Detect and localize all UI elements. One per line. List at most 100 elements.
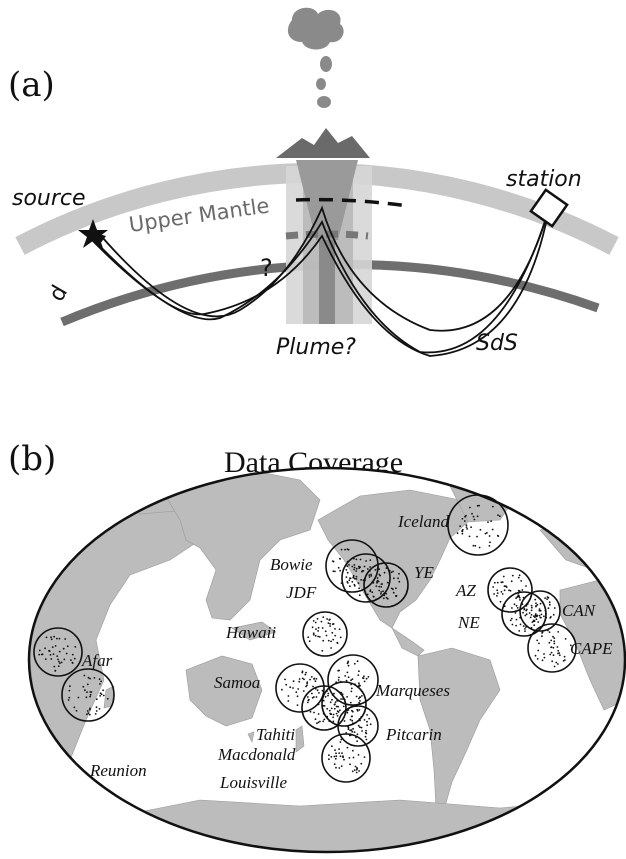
sample-dot	[493, 593, 495, 595]
sample-dot	[334, 628, 336, 630]
sample-dot	[392, 591, 395, 594]
sample-dot	[337, 699, 339, 702]
sample-dot	[553, 637, 556, 639]
sample-dot	[346, 571, 349, 574]
sample-dot	[511, 623, 514, 626]
sample-dot	[381, 583, 383, 585]
hotspot-circle	[325, 539, 379, 593]
sample-dot	[314, 680, 317, 683]
sample-dot	[564, 638, 567, 640]
sample-dot	[374, 569, 377, 571]
sample-dot	[358, 696, 361, 699]
sample-dot	[516, 595, 519, 598]
sample-dot	[499, 515, 501, 518]
sample-dot	[351, 565, 354, 568]
sample-dot	[334, 757, 337, 760]
sample-dot	[347, 664, 350, 667]
sample-dot	[106, 697, 109, 700]
sample-dot	[287, 695, 290, 697]
site-label: JDF	[286, 583, 317, 602]
sample-dot	[100, 680, 102, 683]
site-label: NE	[457, 613, 480, 632]
sample-dot	[552, 635, 554, 638]
sample-dot	[345, 569, 348, 571]
sample-dot	[322, 616, 325, 618]
sample-dot	[296, 704, 299, 706]
sample-dot	[348, 757, 351, 759]
site-label: CAN	[562, 601, 597, 620]
sample-dot	[51, 646, 54, 648]
sample-dot	[492, 505, 494, 508]
sample-dot	[361, 730, 363, 732]
sample-dot	[45, 636, 48, 639]
sample-dot	[341, 752, 343, 754]
sample-dot	[534, 654, 537, 657]
sample-dot	[541, 601, 544, 603]
sample-dot	[334, 634, 337, 637]
hotspot-circle	[301, 685, 347, 731]
sample-dot	[337, 679, 340, 681]
sample-dot	[524, 630, 526, 632]
sample-dot	[332, 713, 335, 716]
sample-dot	[307, 699, 310, 702]
sample-dot	[474, 544, 477, 547]
sample-dot	[315, 696, 318, 698]
sample-dot	[372, 595, 375, 598]
sample-dot	[376, 582, 378, 584]
sample-dot	[358, 567, 360, 570]
sample-dot	[346, 581, 349, 583]
sample-dot	[327, 692, 330, 695]
sample-dot	[342, 755, 344, 757]
sample-dot	[535, 605, 537, 608]
sample-dot	[331, 745, 333, 748]
sample-dot	[353, 564, 356, 566]
sample-dot	[351, 770, 354, 773]
sample-dot	[538, 608, 541, 610]
panel-a: (a)	[8, 7, 619, 360]
sample-dot	[330, 707, 333, 710]
sample-dot	[358, 770, 360, 772]
sample-dot	[531, 606, 533, 609]
sample-dot	[530, 604, 533, 607]
sample-dot	[459, 525, 461, 527]
hotspot-circle	[337, 705, 379, 747]
sample-dot	[361, 677, 364, 679]
sample-dot	[487, 521, 489, 523]
sample-dot	[543, 615, 545, 618]
sample-dot	[530, 614, 533, 616]
sample-dot	[499, 600, 502, 603]
sample-dot	[350, 690, 353, 693]
sample-dot	[521, 589, 524, 591]
sample-dot	[62, 647, 65, 650]
station-icon	[529, 188, 569, 228]
sample-dot	[312, 620, 315, 622]
sample-dot	[329, 625, 331, 627]
sample-dot	[66, 645, 69, 648]
sample-dot	[530, 609, 533, 612]
sample-dot	[538, 614, 541, 617]
sample-dot	[503, 589, 506, 592]
sample-dot	[317, 703, 320, 706]
sample-dot	[465, 514, 467, 517]
sample-dot	[515, 624, 517, 627]
hotspot-circle	[275, 663, 325, 713]
sample-dot	[306, 681, 309, 684]
sample-dot	[330, 756, 333, 758]
sample-dot	[322, 639, 325, 642]
sample-dot	[360, 762, 363, 765]
sample-dot	[541, 635, 543, 638]
sample-dot	[358, 594, 361, 597]
sample-dot	[553, 642, 556, 645]
sample-dot	[536, 658, 539, 660]
sample-dot	[382, 597, 385, 600]
sample-dot	[332, 716, 334, 719]
sample-dot	[533, 624, 536, 627]
sample-dot	[363, 680, 366, 683]
sample-dot	[501, 581, 504, 584]
source-label: source	[12, 186, 86, 211]
sample-dot	[353, 662, 356, 665]
site-label: Bowie	[270, 555, 313, 574]
sample-dot	[537, 621, 540, 623]
sample-dot	[359, 558, 362, 561]
sample-dot	[326, 707, 329, 710]
